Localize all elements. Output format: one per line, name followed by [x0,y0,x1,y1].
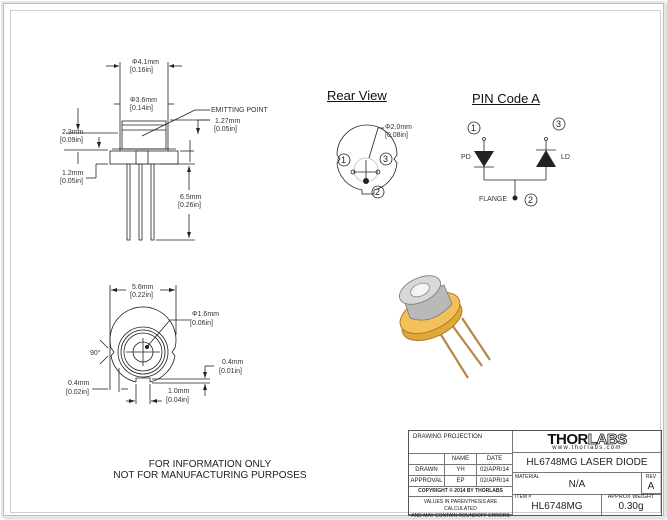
item-value: HL6748MG [531,501,583,512]
rev-label: REV [645,474,657,480]
rear-pin-2: 2 [375,187,380,197]
footer-note-line2: NOT FOR MANUFACTURING PURPOSES [113,470,307,481]
ld-label: LD [561,154,570,161]
drawing-sheet [3,3,664,516]
pin-code-pin-2: 2 [528,195,533,205]
dim-flange-diameter-in: [0.22in] [130,292,153,299]
dim-notch-width-in: [0.04in] [166,397,189,404]
dim-cap-height: 2.3mm [62,129,84,136]
thorlabs-logo: THORLABS www.thorlabs.com [513,431,661,453]
dim-outer-diameter-in: [0.16in] [130,67,153,74]
drawn-label: DRAWN [409,465,445,476]
dim-window-diameter-in: [0.06in] [190,320,213,327]
item-label: ITEM # [515,494,532,500]
dim-notch-width: 1.0mm [168,388,190,395]
dim-notch-depth-in: [0.01in] [219,368,242,375]
rear-pin-3: 3 [383,154,388,164]
disclaimer-line2: AND MAY CONTAIN ROUNDOFF ERRORS [411,513,510,519]
rev-value: A [647,481,655,492]
emitting-point-label: EMITTING POINT [211,107,269,114]
dim-window-diameter: Φ1.6mm [192,311,219,318]
drawing-border [10,10,661,513]
pd-label: PD [461,154,471,161]
dim-outer-diameter: Φ4.1mm [132,59,159,66]
disclaimer-line1: VALUES IN PARENTHESIS ARE CALCULATED [423,499,498,512]
footer-note-line1: FOR INFORMATION ONLY [148,459,272,470]
laser-diode-icon [536,150,556,167]
dim-flange-thickness-in: [0.05in] [60,178,83,185]
website: www.thorlabs.com [552,445,622,451]
rear-pin-1: 1 [341,155,346,165]
drawing-projection-label: DRAWING PROJECTION [409,431,513,454]
title-block: DRAWING PROJECTION NAME DATE DRAWN YH 02… [408,430,662,519]
pin-code-pin-3: 3 [556,119,561,129]
dim-pin-length: 6.5mm [180,194,202,201]
flange-label: FLANGE [479,196,507,203]
dim-flange-thickness: 1.2mm [62,170,84,177]
weight-label: APPROX WEIGHT [607,494,655,500]
drawn-date: 02/APR/14 [477,465,513,476]
material-value: N/A [568,479,586,490]
approval-date: 02/APR/14 [477,476,513,487]
dim-pin-circle: Φ2.0mm [385,124,412,131]
dim-flange-diameter: 5.6mm [132,284,154,291]
dim-cap-diameter: Φ3.6mm [130,97,157,104]
weight-value: 0.30g [618,501,644,512]
dim-side-gap-in: [0.02in] [66,389,89,396]
logo-bold: THOR [547,431,588,448]
dim-side-gap: 0.4mm [68,380,90,387]
part-title: HL6748MG LASER DIODE [513,453,661,473]
dim-emitting-height-in: [0.05in] [214,126,237,133]
drawn-name: YH [445,465,477,476]
material-label: MATERIAL [515,474,540,480]
pin-code-pin-1: 1 [471,123,476,133]
dim-pin-circle-in: [0.08in] [385,132,408,139]
logo-outline: LABS [587,431,627,449]
copyright: COPYRIGHT © 2014 BY THORLABS [409,487,513,497]
photodiode-icon [474,151,494,167]
dim-cap-height-in: [0.09in] [60,137,83,144]
approval-name: EP [445,476,477,487]
dim-cap-diameter-in: [0.14in] [130,105,153,112]
date-header: DATE [477,454,513,465]
dim-emitting-height: 1.27mm [215,118,240,125]
disclaimer: VALUES IN PARENTHESIS ARE CALCULATED AND… [409,497,513,519]
pin-code-title: PIN Code A [472,91,540,106]
rear-view-title: Rear View [327,88,387,103]
dim-pin-length-in: [0.26in] [178,202,201,209]
footer-note: FOR INFORMATION ONLY NOT FOR MANUFACTURI… [100,459,320,481]
dim-notch-depth: 0.4mm [222,359,244,366]
approval-label: APPROVAL [409,476,445,487]
name-header: NAME [445,454,477,465]
dim-angle: 90° [90,349,101,357]
